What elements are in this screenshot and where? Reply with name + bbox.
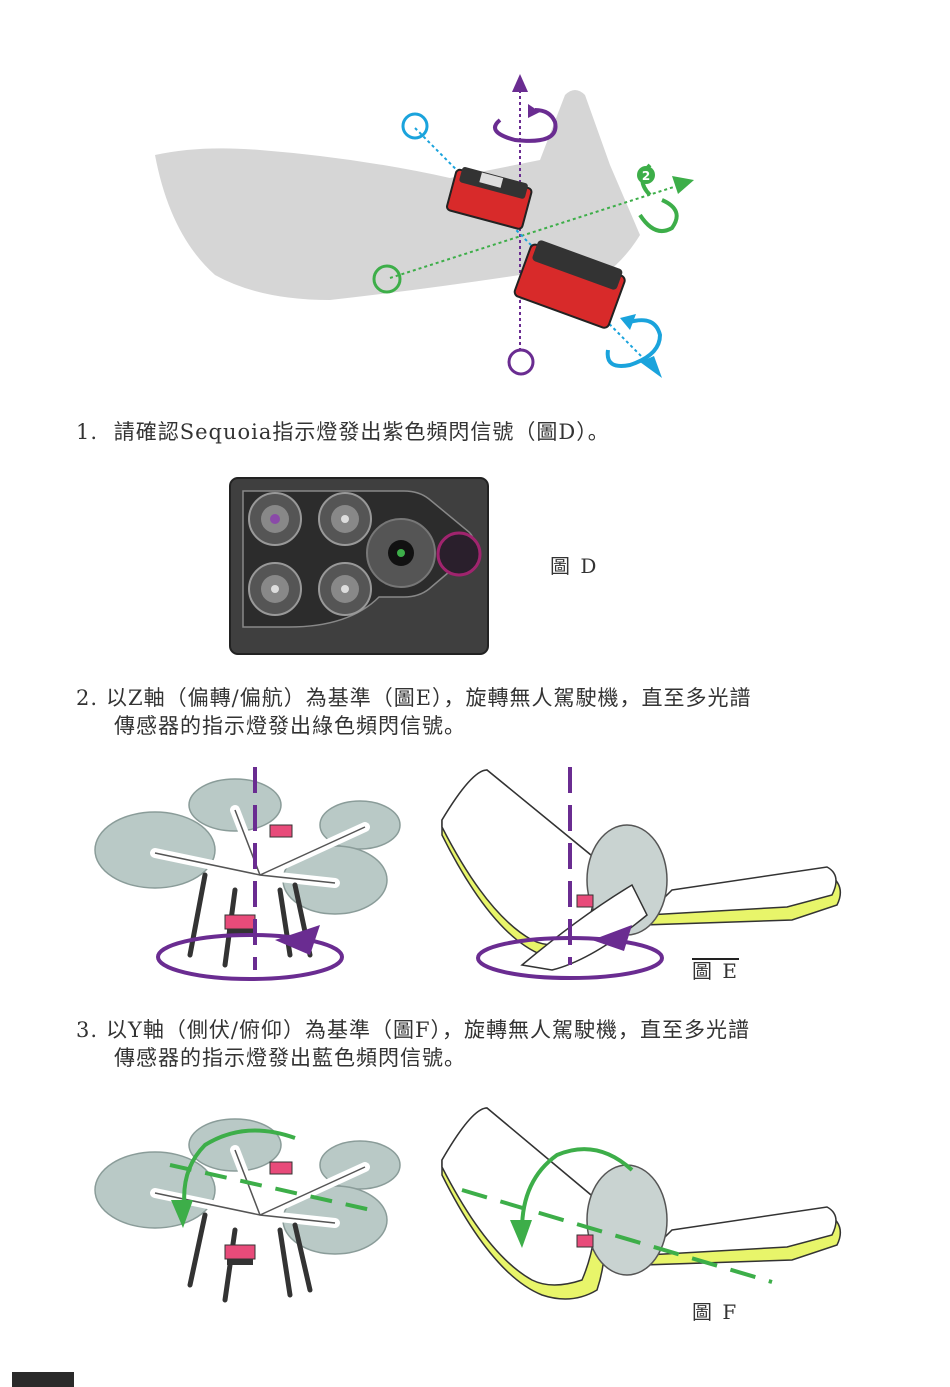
- figure-d-caption: 圖 D: [550, 550, 598, 579]
- step-2-line2: 傳感器的指示燈發出綠色頻閃信號。: [114, 712, 876, 740]
- figure-e-quadcopter: [95, 765, 415, 990]
- figure-d-sensor-face: [229, 477, 489, 657]
- step-2-line1: 以Z軸（偏轉/偏航）為基準（圖E），旋轉無人駕駛機，直至多光譜: [106, 686, 752, 710]
- figure-f-caption: 圖 F: [692, 1296, 738, 1325]
- page-tab-marker: [12, 1372, 74, 1387]
- figure-e-caption: 圖 E: [692, 958, 739, 982]
- lens-bottom-left: [249, 563, 301, 615]
- step-1-text: 請確認Sequoia指示燈發出紫色頻閃信號（圖D）。: [114, 420, 610, 444]
- x-axis-end-circle: [403, 114, 427, 138]
- lens-bottom-right: [319, 563, 371, 615]
- step-3-number: 3.: [76, 1018, 98, 1042]
- step-3: 3. 以Y軸（側伏/俯仰）為基準（圖F），旋轉無人駕駛機，直至多光譜 傳感器的指示…: [76, 1016, 876, 1072]
- figure-f-quadcopter: [95, 1110, 415, 1310]
- step-1-number: 1.: [76, 420, 98, 444]
- z-axis-end-circle: [509, 350, 533, 374]
- step-2-number: 2.: [76, 686, 98, 710]
- axis-rotation-diagram: 2: [0, 0, 950, 390]
- step-2: 2. 以Z軸（偏轉/偏航）為基準（圖E），旋轉無人駕駛機，直至多光譜 傳感器的指示…: [76, 684, 876, 740]
- figure-e-fixed-wing: [432, 765, 852, 980]
- step-1: 1. 請確認Sequoia指示燈發出紫色頻閃信號（圖D）。: [76, 418, 836, 446]
- lens-top-right: [319, 493, 371, 545]
- lens-top-left: [249, 493, 301, 545]
- figure-f-fixed-wing: [432, 1100, 852, 1315]
- z-axis-arrow: [512, 74, 528, 92]
- y-axis-arrow: [672, 176, 694, 194]
- status-led-purple: [438, 533, 480, 575]
- z-rotation-arrow: [495, 110, 556, 141]
- rotation-number-badge-label: 2: [642, 169, 650, 183]
- step-3-line2: 傳感器的指示燈發出藍色頻閃信號。: [114, 1044, 876, 1072]
- rgb-lens: [367, 519, 435, 587]
- step-3-line1: 以Y軸（側伏/俯仰）為基準（圖F），旋轉無人駕駛機，直至多光譜: [106, 1018, 750, 1042]
